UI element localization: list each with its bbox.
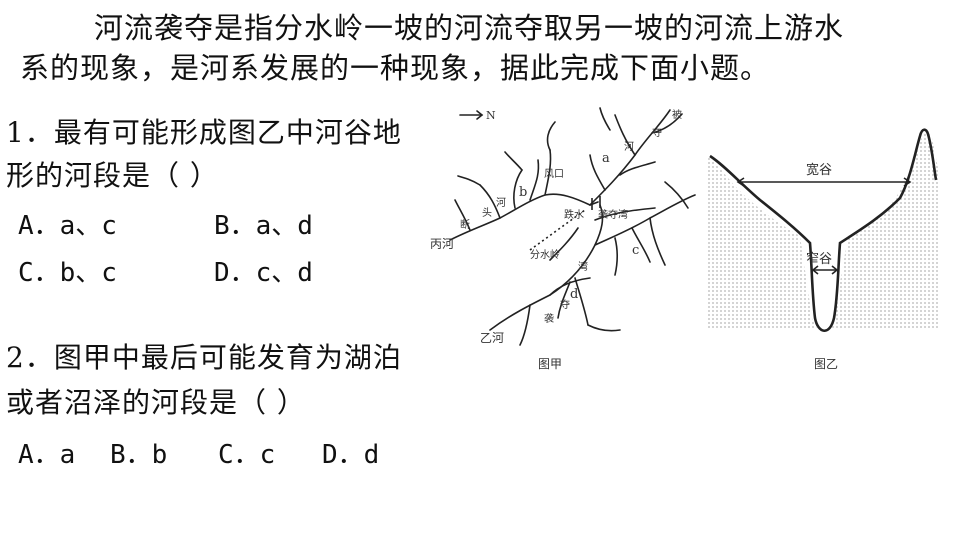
label-bing-he: 丙河 [430, 237, 454, 251]
label-he-b: 河 [496, 197, 506, 209]
label-a: a [602, 151, 610, 166]
label-fengkou: 风口 [544, 168, 564, 180]
label-b: b [519, 185, 527, 200]
question-1-line-2: 形的河段是（ ） [6, 159, 219, 192]
intro-line-2: 系的现象，是河系发展的一种现象，据此完成下面小题。 [20, 51, 771, 85]
figure-yi-caption: 图乙 [814, 357, 838, 371]
question-2-line-1: 2．图甲中最后可能发育为湖泊 [6, 341, 402, 374]
label-he-a: 河 [624, 141, 634, 153]
label-narrow-valley: 窄谷 [806, 251, 832, 267]
q2-option-b[interactable]: B．b [110, 440, 168, 470]
q1-option-b[interactable]: B．a、d [214, 211, 313, 241]
label-xiduowan: 袭夺湾 [598, 208, 628, 221]
label-duo-d: 夺 [560, 298, 570, 311]
figure-jia-caption: 图甲 [538, 357, 562, 371]
label-fenshuiling: 分水岭 [530, 248, 560, 261]
figure-jia-river-map: N 丙河 乙河 风口 跌水 袭夺湾 分水岭 a b c d 被 夺 河 河 头 … [430, 107, 696, 371]
question-1-line-1: 1．最有可能形成图乙中河谷地 [6, 116, 402, 149]
north-label: N [486, 109, 496, 122]
question-2-line-2: 或者沼泽的河段是（ ） [6, 386, 306, 419]
label-tou: 头 [482, 207, 492, 219]
q2-option-d[interactable]: D．d [322, 440, 380, 470]
label-wan: 湾 [578, 260, 588, 273]
watershed-line [529, 209, 586, 251]
label-xi-d: 袭 [544, 313, 554, 325]
label-bei: 被 [672, 108, 682, 121]
valley-outline [709, 128, 938, 333]
label-tieshui: 跌水 [564, 208, 584, 221]
intro-line-1: 河流袭夺是指分水岭一坡的河流夺取另一坡的河流上游水 [94, 11, 845, 45]
q2-option-a[interactable]: A．a [18, 440, 76, 470]
label-yi-he: 乙河 [480, 331, 504, 345]
q2-option-c[interactable]: C．c [218, 440, 276, 470]
q1-option-c[interactable]: C．b、c [18, 258, 117, 288]
intro-paragraph: 河流袭夺是指分水岭一坡的河流夺取另一坡的河流上游水 系的现象，是河系发展的一种现… [20, 8, 950, 88]
valley-rock-stipple [708, 132, 940, 332]
q1-option-a[interactable]: A．a、c [18, 211, 117, 241]
label-duo: 夺 [652, 126, 662, 139]
label-wide-valley: 宽谷 [806, 162, 832, 178]
q1-option-d[interactable]: D．c、d [214, 258, 313, 288]
label-c: c [632, 243, 639, 258]
label-d: d [570, 287, 578, 302]
label-duan: 断 [460, 218, 470, 231]
figure-yi-valley-profile: 宽谷 窄谷 图乙 [708, 128, 940, 371]
